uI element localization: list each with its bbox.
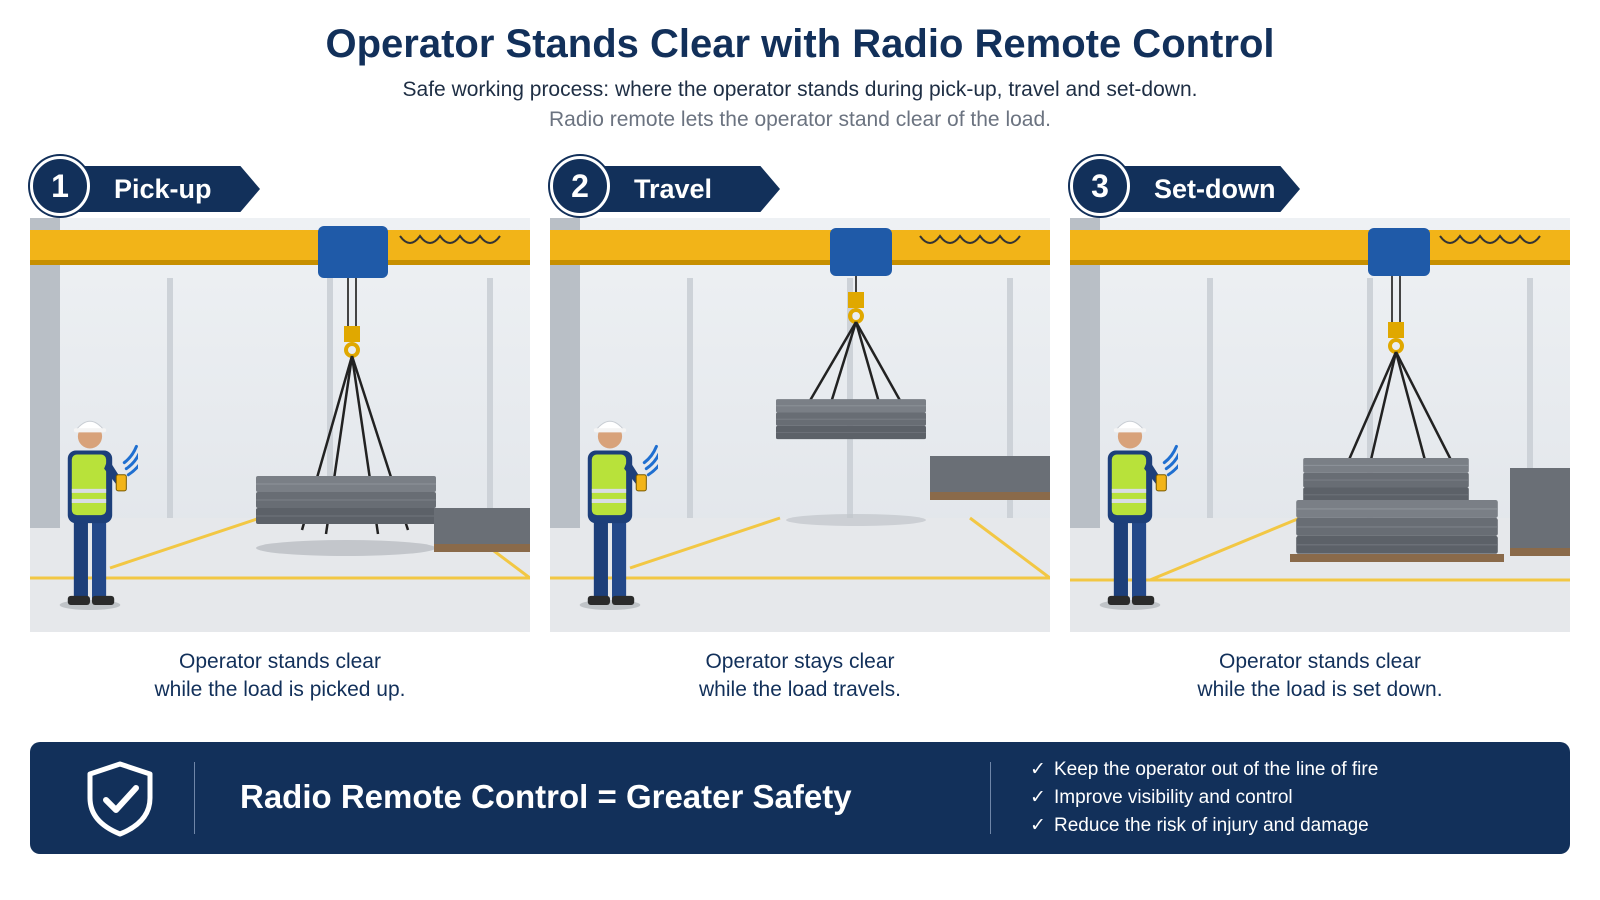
hoist-icon: [318, 226, 388, 278]
divider: [990, 762, 991, 834]
list-item: ✓Reduce the risk of injury and damage: [1030, 812, 1378, 840]
steel-load-icon: [256, 476, 436, 525]
overhead-crane-icon: [30, 230, 530, 264]
hook-icon: [344, 326, 360, 342]
set-down-scene: [1070, 218, 1570, 632]
step-caption-line1: Operator stands clear: [1219, 650, 1421, 673]
overhead-crane-icon: [1070, 230, 1570, 264]
pick-up-scene: [30, 218, 530, 632]
benefit-list: ✓Keep the operator out of the line of fi…: [1030, 756, 1378, 840]
page-subtitle-secondary: Radio remote lets the operator stand cle…: [549, 108, 1051, 131]
step-caption-line2: while the load is picked up.: [154, 678, 406, 701]
page-subtitle: Safe working process: where the operator…: [402, 78, 1198, 101]
check-icon: ✓: [1030, 759, 1046, 780]
step-travel: 2 Travel Operator stays clear while the …: [550, 152, 1050, 712]
hook-icon: [848, 292, 864, 308]
step-label: Set-down: [1104, 166, 1300, 212]
divider: [194, 762, 195, 834]
steel-load-icon: [1302, 458, 1470, 503]
step-caption-line1: Operator stays clear: [705, 650, 895, 673]
step-caption-line2: while the load is set down.: [1197, 678, 1443, 701]
travel-scene: [550, 218, 1050, 632]
check-icon: ✓: [1030, 787, 1046, 808]
step-pick-up: 1 Pick-up Operator stands clear while th…: [30, 152, 530, 712]
step-caption-line2: while the load travels.: [699, 678, 901, 701]
step-number: 2: [550, 156, 610, 216]
step-caption-line1: Operator stands clear: [179, 650, 381, 673]
check-icon: ✓: [1030, 815, 1046, 836]
safety-banner: Radio Remote Control = Greater Safety ✓K…: [30, 742, 1570, 854]
step-label: Travel: [584, 166, 780, 212]
step-number: 1: [30, 156, 90, 216]
shield-check-icon: [87, 761, 153, 837]
list-item: ✓Improve visibility and control: [1030, 784, 1378, 812]
page-title: Operator Stands Clear with Radio Remote …: [325, 22, 1275, 66]
step-set-down: 3 Set-down Operator stands clear while t…: [1070, 152, 1570, 712]
banner-title: Radio Remote Control = Greater Safety: [240, 778, 852, 815]
step-number: 3: [1070, 156, 1130, 216]
overhead-crane-icon: [550, 230, 1050, 264]
hoist-icon: [830, 228, 892, 276]
steel-load-icon: [776, 398, 926, 440]
hook-icon: [1388, 322, 1404, 338]
list-item: ✓Keep the operator out of the line of fi…: [1030, 756, 1378, 784]
hoist-icon: [1368, 228, 1430, 276]
step-label: Pick-up: [64, 166, 260, 212]
